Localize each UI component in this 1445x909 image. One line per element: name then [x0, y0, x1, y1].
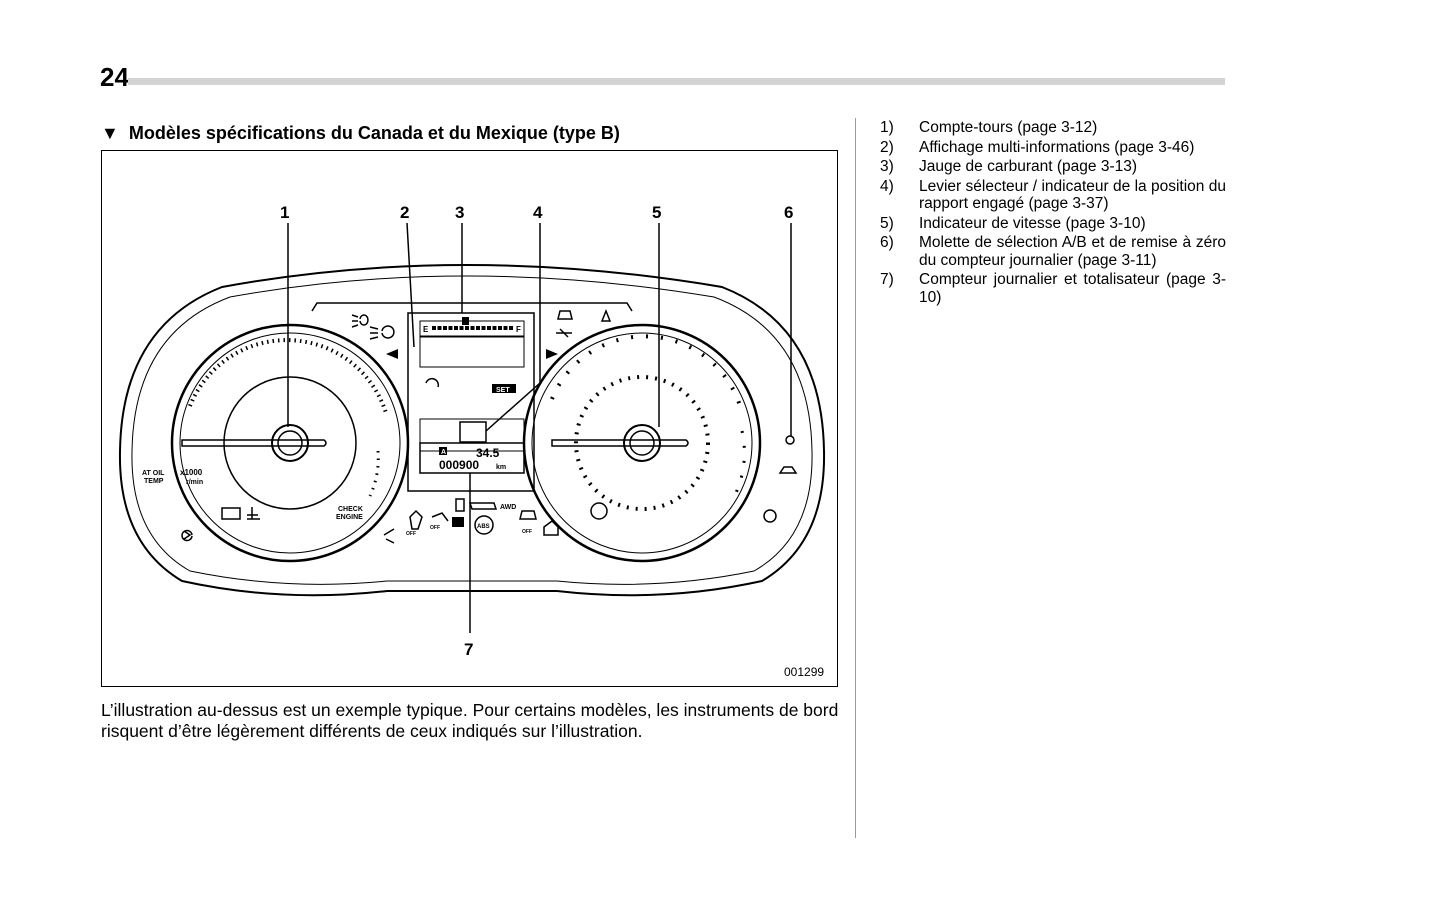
odometer-unit: km [496, 464, 506, 471]
off-label-2: OFF [430, 525, 440, 531]
abs-warning-icon [474, 515, 494, 535]
legend-item: 6) Molette de sélection A/B et de remise … [880, 234, 1226, 269]
legend-text: Compteur journalier et totalisateur (pag… [919, 271, 1226, 306]
gear-position-box [459, 421, 487, 443]
fuel-pump-icon [462, 317, 469, 325]
instrument-cluster-illustration: x1000 r/min AT OIL TEMP CHECK ENGINE [118, 203, 826, 679]
legend-number: 7) [880, 271, 894, 288]
skid-off-icon [519, 510, 537, 520]
cluster-hood [311, 302, 633, 312]
vdc-off-icon [431, 512, 449, 522]
callout-3: 3 [455, 203, 464, 222]
speedometer [522, 323, 798, 563]
at-oil-temp-label-2: TEMP [144, 478, 164, 485]
legend-item: 4) Levier sélecteur / indicateur de la po… [880, 178, 1226, 213]
airbag-off-icon [409, 509, 423, 530]
cluster-outline [118, 264, 826, 597]
legend-number: 2) [880, 138, 894, 156]
odometer-value: 000900 [439, 458, 479, 472]
tach-unit-label: x1000 [180, 468, 203, 477]
page-number: 24 [100, 62, 129, 92]
coolant-temp-icon [247, 507, 260, 520]
legend-text: Affichage multi-informations (page 3-46) [919, 138, 1195, 156]
legend-number: 6) [880, 234, 894, 251]
legend-item: 3) Jauge de carburant (page 3-13) [880, 158, 1226, 176]
fuel-full-label: F [516, 325, 521, 334]
trip-value: 34.5 [476, 446, 500, 460]
oil-pressure-icon [468, 502, 498, 510]
set-label: SET [496, 387, 510, 394]
seatbelt-icon [383, 528, 395, 544]
tach-unit-label-2: r/min [186, 479, 203, 486]
legend-number: 3) [880, 158, 894, 175]
section-heading-text: Modèles spécifications du Canada et du M… [128, 123, 620, 143]
callout-7: 7 [464, 640, 473, 659]
header-rule [128, 78, 1225, 85]
callout-5: 5 [652, 203, 661, 222]
instrument-cluster-figure: x1000 r/min AT OIL TEMP CHECK ENGINE [101, 150, 838, 687]
column-divider [855, 118, 856, 838]
door-open-icon [452, 517, 464, 527]
awd-label: AWD [500, 504, 516, 511]
figure-code: 001299 [784, 665, 824, 679]
center-display: E F SET A 34.5 000900 km [351, 308, 612, 537]
left-turn-arrow-icon [386, 349, 398, 359]
legend-item: 7) Compteur journalier et totalisateur (p… [880, 271, 1226, 306]
triangle-marker-icon: ▼ [101, 123, 119, 143]
ev-warning-icon [763, 509, 777, 523]
legend-number: 5) [880, 214, 894, 232]
trip-knob [785, 435, 795, 445]
seatbelt-passenger-icon [600, 308, 612, 322]
tachometer: x1000 r/min AT OIL TEMP CHECK ENGINE [142, 323, 410, 563]
low-beam-icon [369, 325, 395, 340]
security-icon [778, 466, 798, 474]
cruise-icon [425, 377, 440, 388]
legend-item: 2) Affichage multi-informations (page 3-4… [880, 139, 1226, 157]
legend-text: Indicateur de vitesse (page 3-10) [919, 214, 1146, 232]
legend-number: 4) [880, 177, 894, 195]
abs-label: ABS [477, 524, 490, 530]
legend-text: Levier sélecteur / indicateur de la posi… [919, 177, 1226, 213]
callout-2: 2 [400, 203, 409, 222]
callout-1: 1 [280, 203, 289, 222]
callouts: 1 2 3 4 5 6 7 [280, 203, 793, 659]
legend-item: 1) Compte-tours (page 3-12) [880, 119, 1226, 137]
legend-number: 1) [880, 119, 894, 136]
fuel-empty-label: E [423, 325, 429, 334]
vehicle-skid-icon [557, 310, 573, 320]
off-label-1: OFF [406, 531, 416, 537]
legend-item: 5) Indicateur de vitesse (page 3-10) [880, 215, 1226, 233]
off-label-3: OFF [522, 529, 532, 535]
legend-text: Molette de sélection A/B et de remise à … [919, 234, 1226, 269]
hill-descent-icon [543, 520, 559, 536]
at-oil-temp-label: AT OIL [142, 470, 165, 477]
legend-list: 1) Compte-tours (page 3-12) 2) Affichage m… [880, 119, 1226, 308]
high-beam-icon [556, 328, 572, 338]
legend-text: Jauge de carburant (page 3-13) [919, 158, 1138, 175]
battery-icon [221, 507, 241, 520]
callout-4: 4 [533, 203, 543, 222]
section-heading: ▼ Modèles spécifications du Canada et du … [101, 123, 620, 144]
fog-light-icon-left [181, 529, 193, 542]
low-fuel-icon [455, 498, 465, 512]
callout-6: 6 [784, 203, 793, 222]
legend-text: Compte-tours (page 3-12) [919, 119, 1098, 136]
trip-letter: A [441, 449, 446, 456]
brake-warning-icon [590, 502, 608, 520]
cluster-inner-outline [131, 275, 813, 585]
figure-caption: L’illustration au-dessus est un exemple … [101, 700, 839, 741]
right-turn-arrow-icon [546, 349, 558, 359]
check-engine-label-2: ENGINE [336, 514, 363, 521]
check-engine-label: CHECK [338, 506, 363, 513]
front-fog-light-icon [351, 314, 369, 328]
